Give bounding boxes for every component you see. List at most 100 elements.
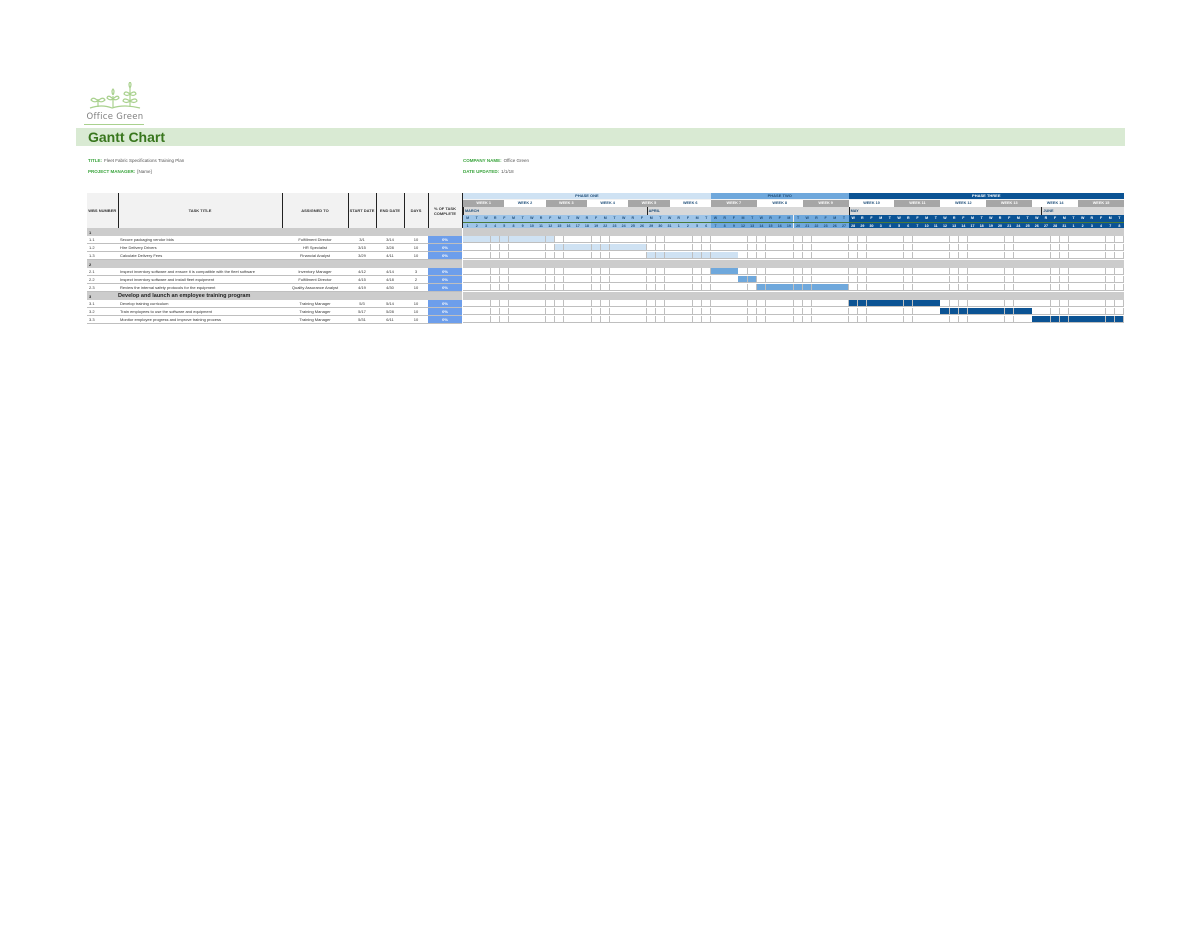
task-assigned-to[interactable]: Fulfillment Director <box>282 236 348 244</box>
task-title[interactable]: Inspect inventory software and install f… <box>118 275 282 284</box>
task-title[interactable]: Develop training curriculum <box>118 300 282 308</box>
day-letter: F <box>683 215 693 222</box>
task-wbs[interactable]: 2.1 <box>87 268 118 276</box>
week-header: WEEK 13 <box>986 200 1033 207</box>
task-end-date[interactable]: 3/28 <box>376 243 404 252</box>
task-wbs[interactable]: 2.3 <box>87 283 118 292</box>
task-title[interactable]: Hire Delivery Drivers <box>118 243 282 252</box>
day-number: 2 <box>1078 223 1088 229</box>
task-wbs[interactable]: 2.2 <box>87 275 118 284</box>
task-start-date[interactable]: 4/19 <box>348 283 376 292</box>
gantt-bar-cell[interactable] <box>1114 316 1125 323</box>
gantt-day-cell[interactable] <box>1114 236 1125 243</box>
task-start-date[interactable]: 3/29 <box>348 251 376 260</box>
month-label: APRIL <box>648 209 661 213</box>
task-wbs[interactable]: 1.1 <box>87 236 118 244</box>
month-marker <box>646 207 648 216</box>
task-percent-complete[interactable]: 0% <box>428 307 462 316</box>
task-end-date[interactable]: 5/14 <box>376 300 404 308</box>
task-percent-complete[interactable]: 0% <box>428 315 462 324</box>
task-wbs[interactable]: 1.3 <box>87 251 118 260</box>
task-title[interactable]: Review the internal safety protocols for… <box>118 283 282 292</box>
task-assigned-to[interactable]: Training Manager <box>282 307 348 316</box>
day-letter: T <box>1068 215 1079 222</box>
task-wbs[interactable]: 1.2 <box>87 243 118 252</box>
day-letter: M <box>830 215 840 222</box>
task-title[interactable]: Secure packaging vendor bids <box>118 236 282 244</box>
task-assigned-to[interactable]: Financial Analyst <box>282 251 348 260</box>
task-start-date[interactable]: 5/17 <box>348 307 376 316</box>
task-wbs[interactable]: 3.1 <box>87 300 118 308</box>
task-days[interactable]: 10 <box>404 315 428 324</box>
company-name-value[interactable]: Office Green <box>503 158 530 163</box>
task-days[interactable]: 10 <box>404 300 428 308</box>
task-start-date[interactable]: 5/3 <box>348 300 376 308</box>
project-title-value[interactable]: Fleet Fabric Specifications Training Pla… <box>104 158 185 163</box>
section-title[interactable]: Develop and launch an employee training … <box>118 291 462 300</box>
day-letter: M <box>1105 215 1115 222</box>
section-wbs: 2 <box>87 259 118 268</box>
day-letter: F <box>1050 215 1060 222</box>
task-start-date[interactable]: 4/12 <box>348 268 376 276</box>
task-start-date[interactable]: 3/15 <box>348 243 376 252</box>
task-end-date[interactable]: 5/28 <box>376 307 404 316</box>
task-end-date[interactable]: 4/30 <box>376 283 404 292</box>
task-days[interactable]: 3 <box>404 268 428 276</box>
day-number: 11 <box>931 223 941 229</box>
section-title[interactable] <box>118 228 462 236</box>
gantt-day-cell[interactable] <box>1114 276 1125 283</box>
task-start-date[interactable]: 3/1 <box>348 236 376 244</box>
task-assigned-to[interactable]: Fulfillment Director <box>282 275 348 284</box>
task-percent-complete[interactable]: 0% <box>428 243 462 252</box>
task-end-date[interactable]: 4/11 <box>376 251 404 260</box>
day-number: 18 <box>977 223 987 229</box>
task-assigned-to[interactable]: Training Manager <box>282 315 348 324</box>
task-percent-complete[interactable]: 0% <box>428 300 462 308</box>
week-header: WEEK 3 <box>545 200 587 207</box>
task-percent-complete[interactable]: 0% <box>428 283 462 292</box>
date-updated-value[interactable]: 1/1/18 <box>501 169 514 174</box>
day-number: 4 <box>490 223 500 229</box>
phase-header: PHASE ONE <box>463 193 711 199</box>
task-title[interactable]: Train employees to use the software and … <box>118 307 282 316</box>
project-manager-value[interactable]: [Name] <box>137 169 152 174</box>
task-title[interactable]: Calculate Delivery Fees <box>118 251 282 260</box>
task-percent-complete[interactable]: 0% <box>428 268 462 276</box>
gantt-day-cell[interactable] <box>1114 252 1125 259</box>
day-number: 23 <box>821 223 831 229</box>
task-wbs[interactable]: 3.2 <box>87 307 118 316</box>
section-title[interactable] <box>118 259 462 268</box>
task-title[interactable]: Inspect inventory software and ensure it… <box>118 268 282 276</box>
task-days[interactable]: 10 <box>404 236 428 244</box>
col-header-complete: % OF TASK COMPLETE <box>428 193 463 228</box>
task-end-date[interactable]: 3/14 <box>376 236 404 244</box>
gantt-day-cell[interactable] <box>1114 268 1125 275</box>
task-percent-complete[interactable]: 0% <box>428 275 462 284</box>
task-end-date[interactable]: 6/11 <box>376 315 404 324</box>
task-assigned-to[interactable]: Inventory Manager <box>282 268 348 276</box>
gantt-day-cell[interactable] <box>1114 284 1125 291</box>
task-end-date[interactable]: 4/14 <box>376 268 404 276</box>
gantt-day-cell[interactable] <box>1114 300 1125 307</box>
task-days[interactable]: 10 <box>404 251 428 260</box>
day-letter: R <box>857 215 867 222</box>
gantt-day-cell[interactable] <box>1114 244 1125 251</box>
task-assigned-to[interactable]: HR Specialist <box>282 243 348 252</box>
task-start-date[interactable]: 4/15 <box>348 275 376 284</box>
task-days[interactable]: 2 <box>404 275 428 284</box>
task-wbs[interactable]: 3.3 <box>87 315 118 324</box>
day-letter: F <box>866 215 877 222</box>
task-end-date[interactable]: 4/18 <box>376 275 404 284</box>
task-percent-complete[interactable]: 0% <box>428 251 462 260</box>
task-assigned-to[interactable]: Training Manager <box>282 300 348 308</box>
task-days[interactable]: 10 <box>404 307 428 316</box>
task-assigned-to[interactable]: Quality Assurance Analyst <box>282 283 348 292</box>
day-number: 22 <box>811 223 822 229</box>
task-percent-complete[interactable]: 0% <box>428 236 462 244</box>
task-start-date[interactable]: 5/31 <box>348 315 376 324</box>
task-days[interactable]: 10 <box>404 283 428 292</box>
task-days[interactable]: 10 <box>404 243 428 252</box>
project-title-label: TITLE: <box>88 158 102 163</box>
gantt-day-cell[interactable] <box>1114 308 1125 315</box>
task-title[interactable]: Monitor employee progress and improve tr… <box>118 315 282 324</box>
